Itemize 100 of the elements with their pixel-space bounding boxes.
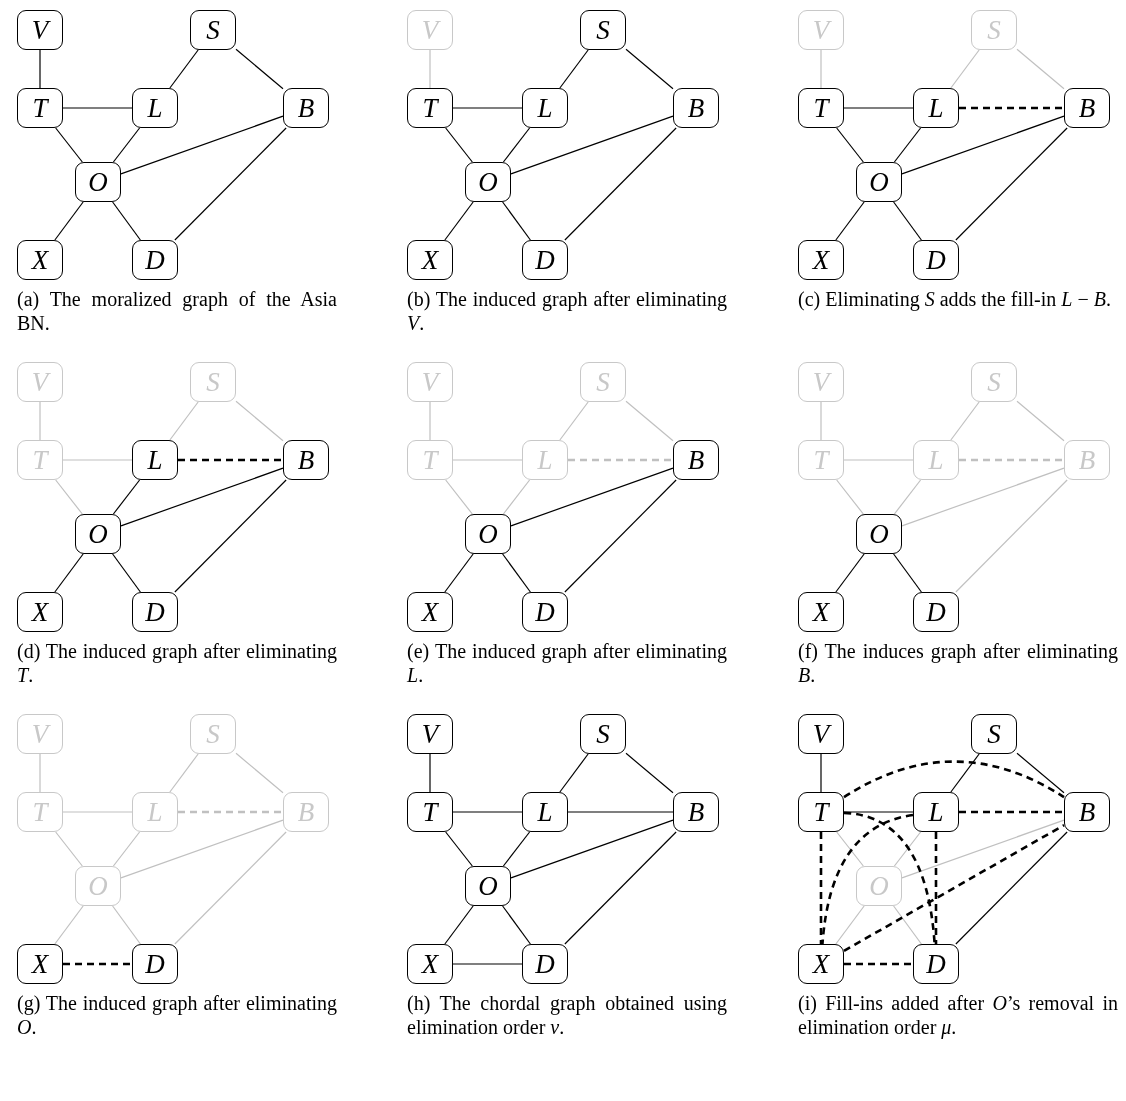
edge-line — [820, 49, 822, 89]
edge-line — [55, 831, 83, 867]
edge-line — [120, 819, 284, 879]
edge-line — [564, 479, 677, 593]
edge-line — [502, 905, 531, 945]
caption: (d) The induced graph after eliminating T. — [17, 639, 337, 687]
edge-line — [564, 127, 677, 241]
edge-line — [843, 459, 914, 461]
edge-line — [39, 753, 41, 793]
edge-line — [62, 459, 133, 461]
variable-node: O — [465, 866, 511, 906]
edge-line — [429, 49, 431, 89]
edge-line — [510, 467, 674, 527]
variable-node: O — [465, 162, 511, 202]
edge-line — [893, 553, 922, 593]
edge-line — [120, 467, 284, 527]
caption: (e) The induced graph after eliminating L. — [407, 639, 727, 687]
dashed-edge — [843, 811, 936, 945]
variable-node: O — [465, 514, 511, 554]
edge-line — [112, 127, 141, 163]
variable-node: X — [17, 240, 63, 280]
variable-node: X — [798, 240, 844, 280]
dashed-edge — [178, 810, 283, 814]
edge-line — [835, 553, 865, 593]
variable-node: X — [407, 240, 453, 280]
edge-line — [625, 48, 674, 90]
caption: (b) The induced graph after eliminating V. — [407, 287, 727, 335]
edge-line — [625, 400, 674, 442]
edge-line — [1016, 48, 1065, 90]
variable-node: S — [971, 714, 1017, 754]
edge-line — [510, 819, 674, 879]
dashed-edge — [178, 458, 283, 462]
edge-line — [452, 811, 523, 813]
caption: (g) The induced graph after eliminating O. — [17, 991, 337, 1039]
edge-line — [893, 127, 922, 163]
variable-node: D — [132, 240, 178, 280]
edge-line — [843, 107, 914, 109]
variable-node: L — [913, 792, 959, 832]
edge-line — [169, 401, 199, 441]
dashed-edge — [568, 458, 673, 462]
variable-node: O — [75, 162, 121, 202]
edge-line — [820, 753, 822, 793]
edge-line — [444, 553, 474, 593]
edge-line — [1016, 400, 1065, 442]
dashed-edge — [843, 760, 1065, 799]
edge-line — [559, 49, 589, 89]
variable-node: V — [17, 10, 63, 50]
variable-node: L — [132, 88, 178, 128]
variable-node: O — [856, 162, 902, 202]
edge-line — [502, 831, 531, 867]
caption: (a) The moralized graph of the Asia BN. — [17, 287, 337, 335]
edge-line — [174, 831, 287, 945]
edge-line — [950, 753, 980, 793]
edge-line — [55, 127, 83, 163]
edge-line — [835, 201, 865, 241]
variable-node: D — [522, 592, 568, 632]
edge-line — [112, 201, 141, 241]
variable-node: V — [798, 714, 844, 754]
edge-line — [502, 127, 531, 163]
edge-line — [445, 479, 473, 515]
edge-line — [174, 127, 287, 241]
edge-line — [62, 107, 133, 109]
edge-line — [444, 905, 474, 945]
edge-line — [955, 831, 1068, 945]
edge-line — [112, 553, 141, 593]
edge-line — [445, 127, 473, 163]
edge-line — [1016, 752, 1065, 794]
edge-line — [235, 752, 284, 794]
edge-line — [901, 467, 1065, 527]
edge-line — [559, 401, 589, 441]
variable-node: T — [798, 88, 844, 128]
edge-line — [955, 127, 1068, 241]
dashed-edge — [959, 810, 1064, 814]
edge-line — [510, 115, 674, 175]
dashed-edge — [959, 458, 1064, 462]
edge-line — [950, 49, 980, 89]
variable-node: B — [673, 792, 719, 832]
edge-line — [901, 819, 1065, 879]
dashed-edge — [844, 962, 913, 966]
variable-node: O — [75, 514, 121, 554]
variable-node: T — [407, 792, 453, 832]
variable-node: X — [798, 944, 844, 984]
edge-line — [559, 753, 589, 793]
variable-node: B — [1064, 88, 1110, 128]
variable-node: S — [580, 10, 626, 50]
edge-line — [235, 400, 284, 442]
variable-node: B — [673, 88, 719, 128]
variable-node: D — [913, 592, 959, 632]
variable-node: S — [190, 10, 236, 50]
edge-line — [429, 753, 431, 793]
edge-line — [893, 905, 922, 945]
edge-line — [950, 401, 980, 441]
edge-line — [54, 553, 84, 593]
variable-node: L — [132, 440, 178, 480]
variable-node: S — [580, 714, 626, 754]
variable-node: B — [283, 88, 329, 128]
edge-line — [567, 811, 674, 813]
variable-node: D — [913, 944, 959, 984]
variable-node: X — [17, 592, 63, 632]
variable-node: X — [407, 592, 453, 632]
